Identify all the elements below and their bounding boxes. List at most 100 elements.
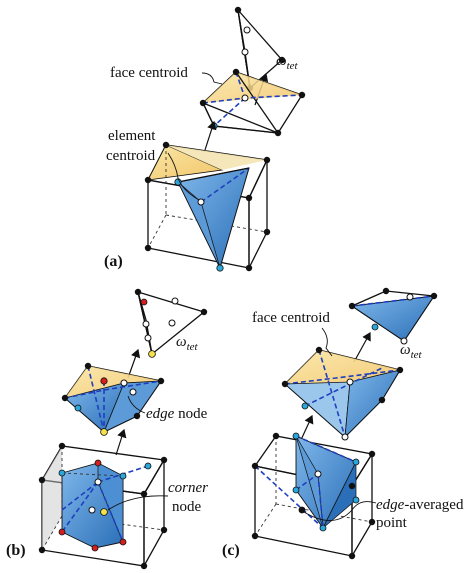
edge-node [58,528,66,536]
centroid-node [88,506,96,514]
vertex-node [160,526,168,534]
vertex-node [348,552,356,560]
centroid-node [94,478,102,486]
centroid-node [314,470,322,478]
pyramid-b [61,362,165,436]
vertex-node [232,68,240,76]
vertex-node [281,380,289,388]
vertex-node [245,194,253,202]
face-centroid-node [216,264,224,272]
vertex-node [61,394,69,402]
face-centroid-node [292,432,300,440]
tet-vertex-node [134,288,142,296]
corner-node [148,350,156,358]
omega-tet-label-b: ωtet [176,334,199,353]
edge-averaged-label-line1: edge-averaged [376,497,464,513]
tet-vertex-node [430,292,438,300]
corner-node-label-line1: corner [168,480,208,496]
face-centroid-node [352,458,360,466]
face-centroid-leader-a [201,72,223,85]
panel-a: ωtet face centroid [104,6,306,272]
vertex-node [84,362,92,370]
extraction-arrow [299,414,314,443]
edge-node-label: edge node [146,406,208,422]
tetrahedron-a [234,6,286,92]
face-centroid-node [174,178,182,186]
face-centroid-node [74,404,82,412]
vertex-node [368,450,376,458]
vertex-node [162,141,170,149]
vertex-node [263,156,271,164]
tet-vertex-node [348,302,356,310]
face-centroid-node [58,469,66,477]
face-centroid-label-c: face centroid [252,310,330,326]
tet-vertex-node [278,56,286,64]
vertex-node [263,228,271,236]
edge-node [91,544,99,552]
extraction-arrow [127,348,141,379]
tet-vertex-node [234,6,242,14]
vertex-node [315,346,323,354]
vertex-node [157,377,165,385]
omega-tet-label-a: ωtet [276,53,299,72]
panel-c: ωtet face centroid [222,287,464,560]
edge-node [100,377,108,385]
pyramid-a [199,68,306,137]
face-centroid-node [371,323,379,331]
edge-averaged-point-node [298,506,306,514]
centroid-node [341,433,349,441]
vertex-node [199,99,207,107]
element-centroid-leader [167,152,200,201]
edge-averaged-label-line2: point [376,515,408,531]
centroid-node [346,378,354,386]
tet-vertex-node [200,308,208,316]
vertex-node [38,546,46,554]
centroid-node [129,388,137,396]
centroid-node [142,320,150,328]
face-centroid-node [292,486,300,494]
cube-a [144,141,271,272]
centroid-node [400,337,408,345]
element-centroid-label-line2: centroid [106,148,156,164]
vertex-node [348,482,356,490]
tetrahedron-c [348,287,438,345]
centroid-node [171,297,179,305]
cube-c [251,432,376,560]
vertex-node [133,412,141,420]
edge-node [94,459,102,467]
vertex-node [396,366,404,374]
tetrahedron-b [134,288,208,358]
element-centroid-node [197,198,205,206]
vertex-node [160,456,168,464]
face-centroid-node [119,472,127,480]
centroid-node [120,379,128,387]
extraction-arrow [204,120,217,151]
cube-b [38,442,168,570]
corner-node [100,508,108,516]
panel-label-b: (b) [6,542,26,559]
face-centroid-label-a: face centroid [110,65,188,81]
tet-vertex-node [382,287,390,295]
edge-node-leader [127,395,146,414]
vertex-node [298,91,306,99]
extraction-arrow [115,428,127,456]
vertex-node [38,476,46,484]
panel-label-c: (c) [222,542,240,559]
vertex-node [58,442,66,450]
tet-centroid-node [241,48,249,56]
face-centroid-leader-c [321,327,333,357]
vertex-node [140,490,148,498]
vertex-node [272,432,280,440]
face-centroid-node [319,524,327,532]
vertex-node [245,264,253,272]
omega-tet-label-c: ωtet [400,342,423,361]
corner-node-leader [107,495,169,511]
vertex-node [140,562,148,570]
vertex-node [274,129,282,137]
edge-averaged-leader [303,501,377,521]
vertex-node [368,518,376,526]
vertex-node [144,176,152,184]
face-centroid-node [301,402,309,410]
